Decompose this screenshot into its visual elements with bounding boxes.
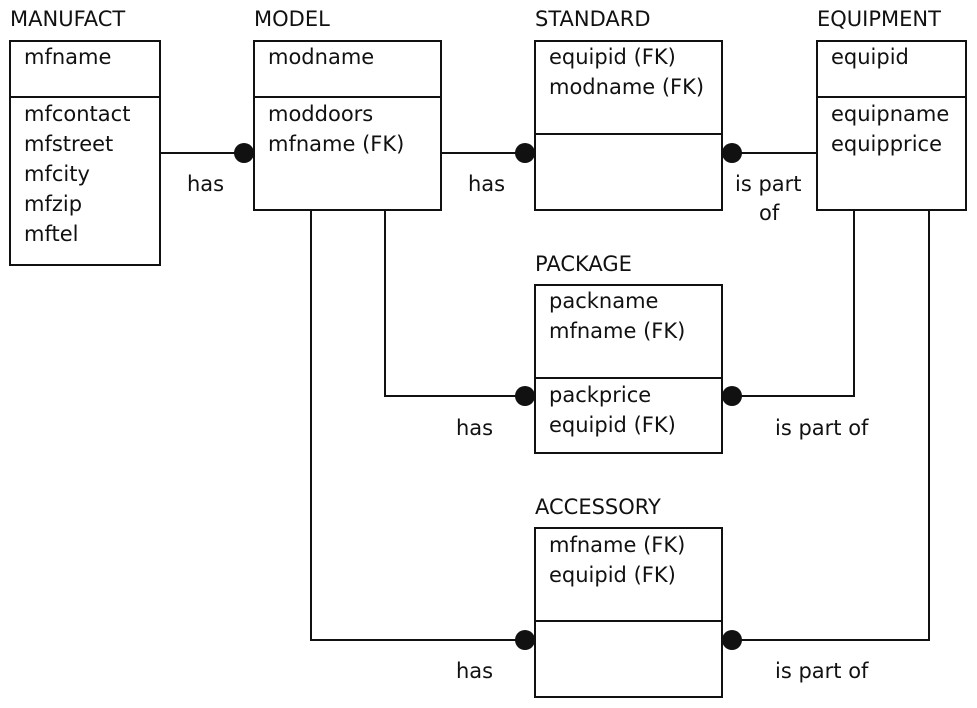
- attribute: equipid (FK): [549, 413, 676, 437]
- entity-box: [9, 40, 161, 266]
- entity-title: PACKAGE: [535, 252, 632, 276]
- rel-label-model-standard: has: [468, 172, 505, 196]
- key-attribute: mfname: [24, 45, 111, 69]
- entity-model: MODEL modname moddoors mfname (FK): [253, 7, 442, 211]
- many-dot-model-from-manufact: [234, 143, 254, 163]
- key-attribute: mfname (FK): [549, 533, 685, 557]
- rel-line-model-package: [384, 210, 525, 397]
- entity-package: PACKAGE packname mfname (FK) packprice e…: [534, 252, 723, 454]
- entity-accessory: ACCESSORY mfname (FK) equipid (FK): [534, 495, 723, 698]
- rel-label-equipment-package: is part of: [775, 416, 869, 440]
- entity-box: [253, 40, 442, 211]
- attribute: packprice: [549, 383, 651, 407]
- attribute: equipprice: [831, 132, 942, 156]
- rel-line-model-accessory: [310, 210, 525, 641]
- entity-box: [816, 40, 967, 211]
- many-dot-standard-from-equipment: [722, 143, 742, 163]
- entity-standard: STANDARD equipid (FK) modname (FK): [534, 7, 723, 211]
- entity-title: STANDARD: [535, 7, 651, 31]
- key-attribute: equipid (FK): [549, 45, 676, 69]
- entity-title: MANUFACT: [10, 7, 125, 31]
- attribute: mfname (FK): [268, 132, 404, 156]
- attribute: mfcontact: [24, 102, 130, 126]
- rel-label-model-accessory: has: [456, 659, 493, 683]
- key-attribute: equipid (FK): [549, 563, 676, 587]
- key-attribute: equipid: [831, 45, 909, 69]
- many-dot-accessory-from-equipment: [722, 630, 742, 650]
- rel-label-equipment-accessory: is part of: [775, 659, 869, 683]
- entity-box: [534, 40, 723, 211]
- rel-label-manufact-model: has: [187, 172, 224, 196]
- many-dot-package-from-equipment: [722, 386, 742, 406]
- key-attribute: mfname (FK): [549, 319, 685, 343]
- rel-label-model-package: has: [456, 416, 493, 440]
- attribute: mfzip: [24, 192, 82, 216]
- many-dot-accessory-from-model: [515, 630, 535, 650]
- many-dot-standard-from-model: [515, 143, 535, 163]
- cardinality-dots: [234, 143, 742, 650]
- rel-line-equipment-accessory: [732, 210, 930, 641]
- entity-title: ACCESSORY: [535, 495, 661, 519]
- connectors: [160, 152, 930, 641]
- entity-manufact: MANUFACT mfname mfcontact mfstreet mfcit…: [9, 7, 161, 266]
- attribute: moddoors: [268, 102, 373, 126]
- attribute: equipname: [831, 102, 949, 126]
- entity-box: [534, 284, 723, 454]
- entity-box: [534, 527, 723, 698]
- entity-equipment: EQUIPMENT equipid equipname equipprice: [816, 7, 967, 211]
- key-attribute: modname: [268, 45, 374, 69]
- rel-line-equipment-package: [732, 210, 855, 397]
- attribute: mfstreet: [24, 132, 113, 156]
- key-attribute: packname: [549, 289, 658, 313]
- many-dot-package-from-model: [515, 386, 535, 406]
- attribute: mfcity: [24, 162, 90, 186]
- entity-title: MODEL: [254, 7, 330, 31]
- rel-label-equipment-standard-line2: of: [759, 201, 780, 225]
- attribute: mftel: [24, 222, 78, 246]
- key-attribute: modname (FK): [549, 75, 704, 99]
- entity-title: EQUIPMENT: [817, 7, 941, 31]
- relationship-labels: has has is part of has is part of has is…: [187, 172, 869, 683]
- rel-label-equipment-standard-line1: is part: [735, 172, 802, 196]
